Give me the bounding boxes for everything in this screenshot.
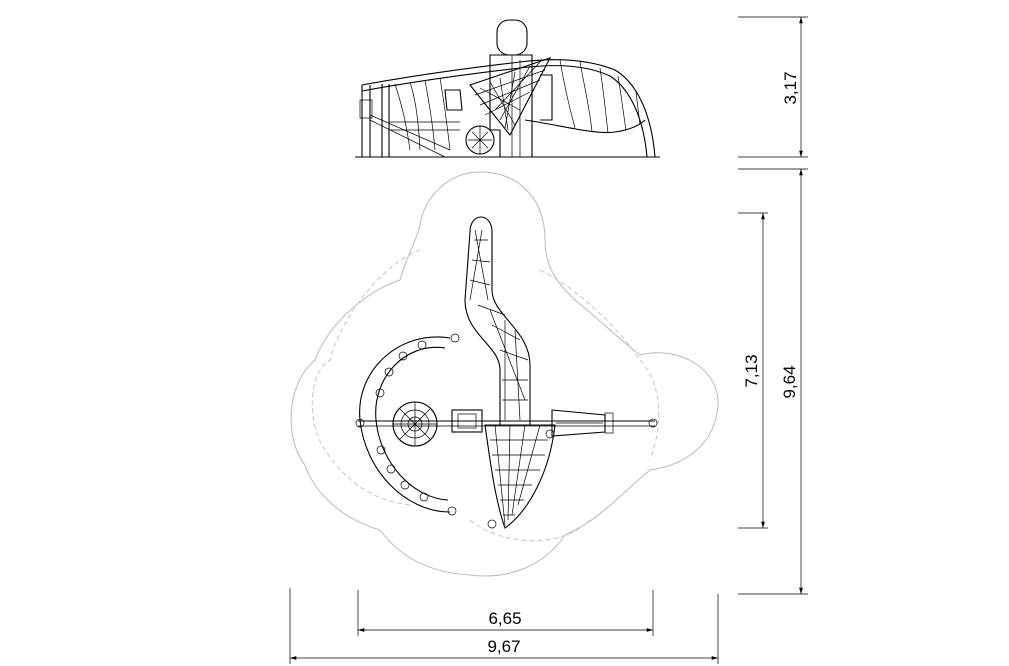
side-elevation-view <box>355 19 660 158</box>
plan-inner-width-label: 6,65 <box>488 609 521 628</box>
triangle-net <box>484 424 556 529</box>
dimension-lines <box>289 16 808 664</box>
plan-total-depth-label: 9,64 <box>780 365 799 398</box>
net-disc <box>392 401 438 447</box>
plan-total-width-label: 9,67 <box>487 637 520 656</box>
elevation-height-label: 3,17 <box>781 71 800 104</box>
climbing-arch <box>359 333 460 516</box>
safety-zone-outline <box>290 171 719 577</box>
right-arm <box>551 409 614 437</box>
slide <box>464 216 531 426</box>
plan-view <box>290 171 719 577</box>
plan-inner-depth-label: 7,13 <box>742 354 761 387</box>
